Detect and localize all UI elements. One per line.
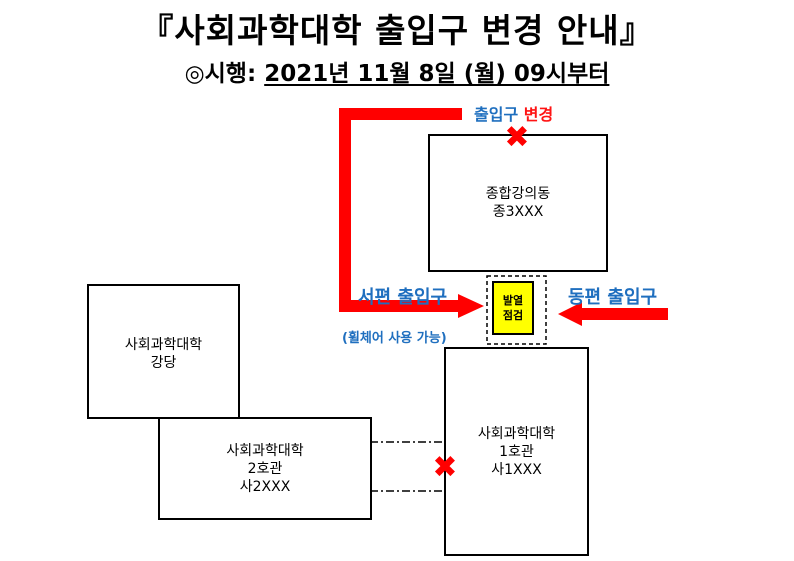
building-hall2: 사회과학대학 2호관 사2XXX [158,417,372,520]
building-auditorium-sub: 강당 [150,355,177,371]
building-auditorium: 사회과학대학 강당 [87,284,240,419]
entrance-corridor [486,275,547,345]
building-hall2-name: 사회과학대학 [226,442,304,459]
closed-entrance-mark-hall1: ✖ [432,450,458,485]
building-hall1-name: 사회과학대학 [477,425,556,442]
building-hall1-sub: 1호관 [499,443,534,460]
east-entrance-label: 동편 출입구 [568,287,658,308]
entrance-change-label-part2: 변경 [523,105,554,124]
fever-checkpoint: 발열 점검 [492,281,534,335]
building-jonghap-name: 종합강의동 [485,186,551,202]
east-route-arrowhead [558,302,582,326]
entrance-change-label-part1: 출입구 [474,105,519,124]
effective-date: ◎시행: 2021년 11월 8일 (월) 09시부터 [0,54,794,88]
building-hall2-sub: 2호관 [247,460,283,477]
fever-checkpoint-line1: 발열 [502,294,524,307]
building-hall1: 사회과학대학 1호관 사1XXX [444,347,589,556]
building-hall1-room: 사1XXX [491,461,542,478]
closed-entrance-mark-jonghap: ✖ [504,120,530,155]
building-jonghap: 종합강의동 종3XXX [428,134,608,272]
effective-date-prefix: ◎시행: [184,61,265,87]
building-hall2-room: 사2XXX [239,478,291,495]
west-route-line [339,108,462,312]
page-title: 『사회과학대학 출입구 변경 안내』 [140,11,654,50]
building-jonghap-room: 종3XXX [492,204,544,220]
building-auditorium-name: 사회과학대학 [124,337,203,353]
entrance-change-label: 출입구 변경 [474,101,553,125]
west-route-arrowhead [458,294,484,318]
fever-checkpoint-line2: 점검 [502,309,524,322]
effective-date-value: 2021년 11월 8일 (월) 09시부터 [264,61,610,87]
west-entrance-label: 서편 출입구 [358,287,448,308]
west-entrance-note: (휠체어 사용 가능) [342,331,447,346]
